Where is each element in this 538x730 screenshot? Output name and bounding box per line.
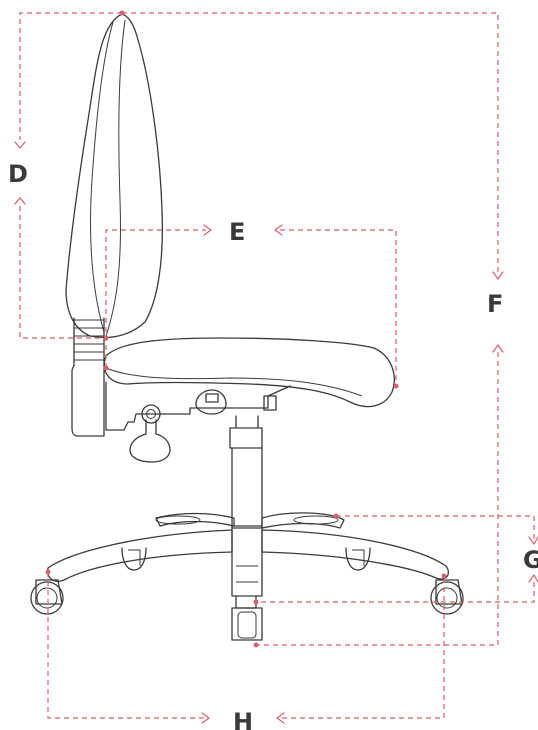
chair-base (47, 512, 450, 609)
label-e: E (229, 218, 245, 246)
dimension-e (103, 224, 399, 389)
seat (103, 337, 395, 408)
chair-illustration (30, 13, 464, 641)
dimension-lines (14, 10, 538, 724)
dimension-d (14, 10, 125, 341)
backrest (65, 13, 163, 339)
casters (30, 547, 464, 641)
dimension-f (122, 12, 504, 648)
gas-column (229, 415, 263, 529)
label-g: G (523, 546, 538, 574)
label-h: H (233, 708, 253, 730)
seat-mechanism (105, 381, 291, 431)
adjustment-lever (129, 404, 171, 463)
back-spring (71, 317, 105, 437)
dimension-h (45, 569, 447, 724)
dimension-labels: D E F G H (8, 160, 538, 730)
label-f: F (487, 290, 503, 318)
label-d: D (8, 160, 28, 188)
dimension-g (253, 513, 538, 605)
